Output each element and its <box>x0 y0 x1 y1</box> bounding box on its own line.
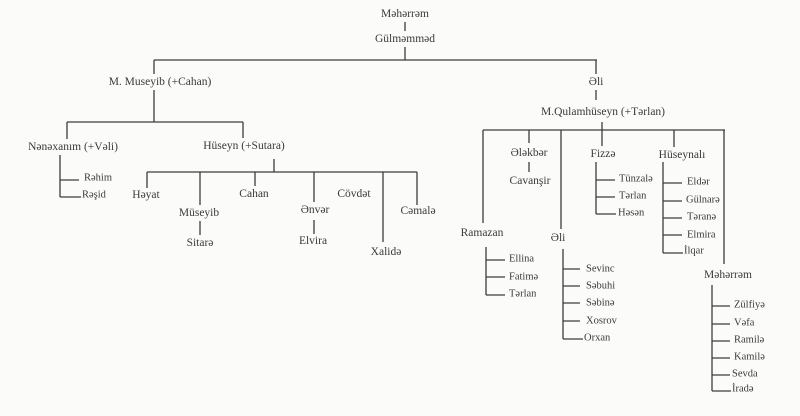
person: İlqar <box>684 245 704 257</box>
person: Vəfa <box>734 317 755 329</box>
person: Xalidə <box>370 246 402 258</box>
person: Zülfiyə <box>734 299 765 311</box>
person: Əli <box>550 232 566 244</box>
person-right: Əli <box>588 76 604 88</box>
person: Tünzalə <box>619 173 653 185</box>
person: Həsən <box>618 207 645 219</box>
person: Rəhim <box>84 172 112 184</box>
person: Cəmalə <box>400 205 436 217</box>
person: Xosrov <box>586 315 617 327</box>
person: Tərlan <box>509 288 537 300</box>
person: Hüseyn (+Sutara) <box>203 140 285 152</box>
person: Fizzə <box>590 148 616 160</box>
person-gen2: Gülməmməd <box>374 33 436 45</box>
person: Nənəxanım (+Vəli) <box>28 141 118 153</box>
person: Sevda <box>732 368 758 380</box>
person: Sevinc <box>586 263 615 275</box>
person: Müseyib <box>178 207 220 219</box>
person: İradə <box>732 383 754 395</box>
person-root: Məhərrəm <box>381 8 429 20</box>
person: Eldər <box>687 176 710 188</box>
person: Ramazan <box>460 227 504 239</box>
person: Həyat <box>132 189 160 201</box>
person: Rəşid <box>82 189 106 201</box>
person: Kamilə <box>734 351 765 363</box>
person: Elmira <box>687 229 716 241</box>
person: Səbinə <box>586 297 615 309</box>
person: Elvira <box>298 235 328 247</box>
person: Təranə <box>687 211 717 223</box>
person: Cahan <box>239 188 269 200</box>
person: Ələkbər <box>510 147 548 159</box>
person: Səbuhi <box>586 280 616 292</box>
person: Cavanşir <box>509 175 551 187</box>
person: Ellina <box>509 253 535 265</box>
person: Məhərrəm <box>704 269 752 281</box>
person: Fatimə <box>509 271 539 283</box>
person: Sitarə <box>186 237 214 249</box>
person: Hüseynalı <box>658 149 706 161</box>
person: Cövdət <box>337 188 371 200</box>
person: M.Qulamhüseyn (+Tərlan) <box>540 106 666 118</box>
person: Ramilə <box>734 334 765 346</box>
person: Orxan <box>584 332 611 344</box>
person: Gülnarə <box>686 194 720 206</box>
person-left: M. Museyib (+Cahan) <box>108 76 212 88</box>
person: Tərlan <box>619 190 647 202</box>
person: Ənvər <box>300 204 330 216</box>
